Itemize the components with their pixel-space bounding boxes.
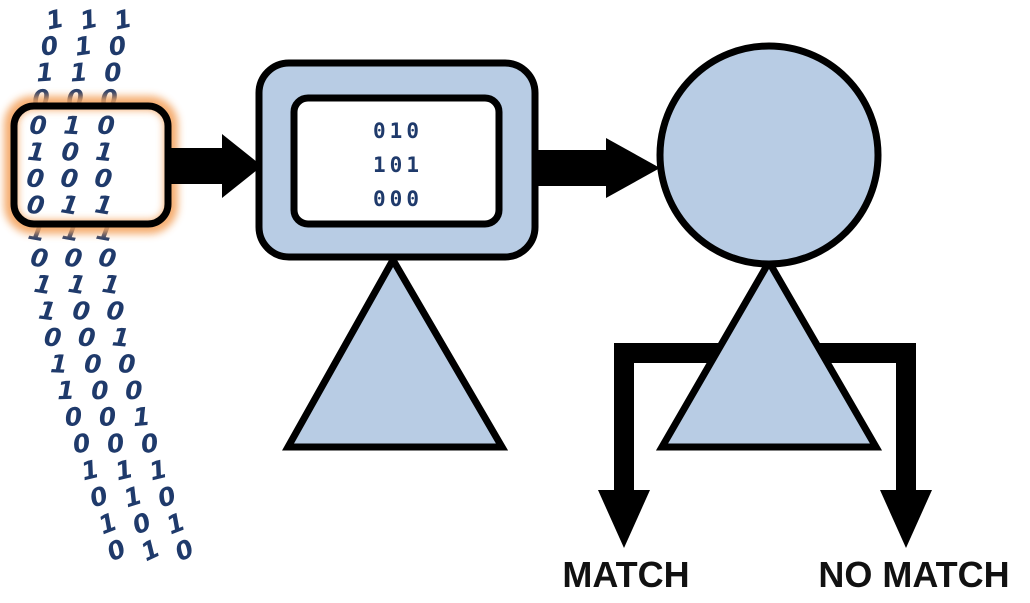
matrix-row-1: 010 — [373, 119, 423, 143]
bit-digit: 0 — [125, 376, 143, 405]
branch-connectors — [614, 343, 916, 503]
bit-digit: 1 — [50, 349, 68, 379]
arrow-to-processor — [168, 134, 262, 198]
bit-digit: 1 — [111, 322, 131, 352]
bit-digit: 0 — [97, 111, 116, 141]
bit-digit: 0 — [25, 189, 47, 220]
bit-digit: 0 — [102, 533, 130, 567]
bit-digit: 1 — [94, 137, 114, 168]
bit-digit: 1 — [43, 4, 66, 36]
bit-digit: 0 — [71, 428, 93, 459]
bit-digit: 1 — [100, 269, 122, 300]
bit-digit: 0 — [93, 163, 114, 194]
match-label: MATCH — [562, 554, 689, 595]
bit-digit: 1 — [136, 533, 164, 567]
bit-digit: 0 — [107, 31, 128, 62]
bit-digit: 0 — [170, 533, 198, 567]
bit-digit: 1 — [32, 269, 54, 300]
processor-unit: 010 101 000 — [255, 59, 539, 451]
bit-digit: 0 — [77, 322, 97, 352]
bit-digit: 1 — [146, 454, 170, 486]
bit-digit: 0 — [105, 428, 127, 459]
no-match-label: NO MATCH — [818, 554, 1009, 595]
bit-digit: 1 — [59, 189, 81, 220]
bit-digit: 0 — [59, 163, 80, 194]
bit-digit: 0 — [39, 31, 60, 62]
bit-digit: 0 — [43, 322, 63, 352]
bit-digit: 1 — [111, 4, 134, 36]
bit-digit: 0 — [29, 111, 48, 141]
bit-digit: 0 — [71, 296, 92, 327]
bit-digit: 1 — [66, 269, 88, 300]
decision-node — [614, 42, 916, 503]
bit-digit: 0 — [118, 349, 136, 379]
bit-digit: 1 — [35, 57, 54, 87]
binary-bitstream: 1010010010110110010101110100110100000011… — [25, 4, 199, 567]
bit-digit: 0 — [84, 349, 102, 379]
matrix-row-3: 000 — [373, 187, 423, 211]
bit-digit: 1 — [63, 111, 82, 141]
processor-stand-triangle — [282, 252, 509, 451]
bit-digit: 1 — [69, 57, 88, 87]
bit-digit: 0 — [28, 242, 50, 274]
bit-digit: 0 — [25, 163, 46, 194]
bit-digit: 0 — [105, 296, 126, 327]
bit-digit: 0 — [96, 242, 118, 274]
bit-digit: 1 — [73, 31, 94, 62]
bit-digit: 1 — [57, 376, 75, 405]
bit-digit: 0 — [139, 428, 161, 459]
bit-digit: 1 — [78, 454, 102, 486]
bit-digit: 1 — [93, 189, 115, 220]
bit-digit: 1 — [132, 402, 152, 432]
bit-digit: 1 — [37, 296, 58, 327]
bit-digit: 0 — [62, 242, 84, 274]
arrow-to-decision — [535, 138, 660, 198]
processor-screen — [290, 94, 503, 228]
bit-digit: 1 — [112, 454, 136, 486]
bit-digit: 0 — [98, 402, 118, 432]
decision-stand-triangle — [655, 255, 883, 451]
bit-digit: 0 — [103, 57, 122, 87]
match-arrow-down — [598, 490, 650, 548]
bit-digit: 0 — [64, 402, 84, 432]
bit-digit: 1 — [26, 137, 46, 168]
bit-digit: 0 — [91, 376, 109, 405]
decision-circle — [656, 42, 882, 268]
matrix-row-2: 101 — [373, 153, 423, 177]
bit-digit: 1 — [77, 4, 100, 36]
bit-digit: 0 — [60, 137, 80, 168]
no-match-arrow-down — [880, 490, 932, 548]
